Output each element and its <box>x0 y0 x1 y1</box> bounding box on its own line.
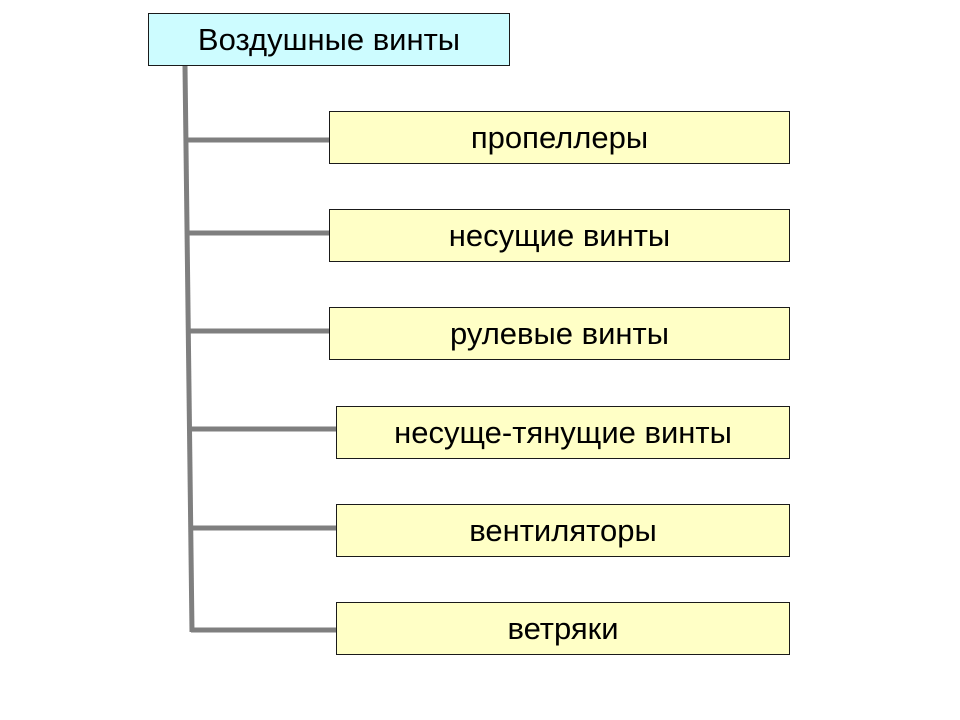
child-node-lifting-rotors: несущие винты <box>329 209 790 262</box>
child-node-propellers: пропеллеры <box>329 111 790 164</box>
child-node-lift-thrust-rotors: несуще-тянущие винты <box>336 406 790 459</box>
child-node-label: рулевые винты <box>449 315 670 351</box>
child-node-tail-rotors: рулевые винты <box>329 307 790 360</box>
child-node-label: пропеллеры <box>470 119 649 155</box>
trunk-line <box>182 65 195 633</box>
child-node-label: несуще-тянущие винты <box>394 414 732 450</box>
child-node-windmills: ветряки <box>336 602 790 655</box>
child-node-label: ветряки <box>507 610 619 646</box>
child-node-label: вентиляторы <box>469 512 657 548</box>
root-node: Воздушные винты <box>148 13 510 66</box>
child-node-label: несущие винты <box>448 217 671 253</box>
root-node-label: Воздушные винты <box>197 21 461 57</box>
child-node-fans: вентиляторы <box>336 504 790 557</box>
